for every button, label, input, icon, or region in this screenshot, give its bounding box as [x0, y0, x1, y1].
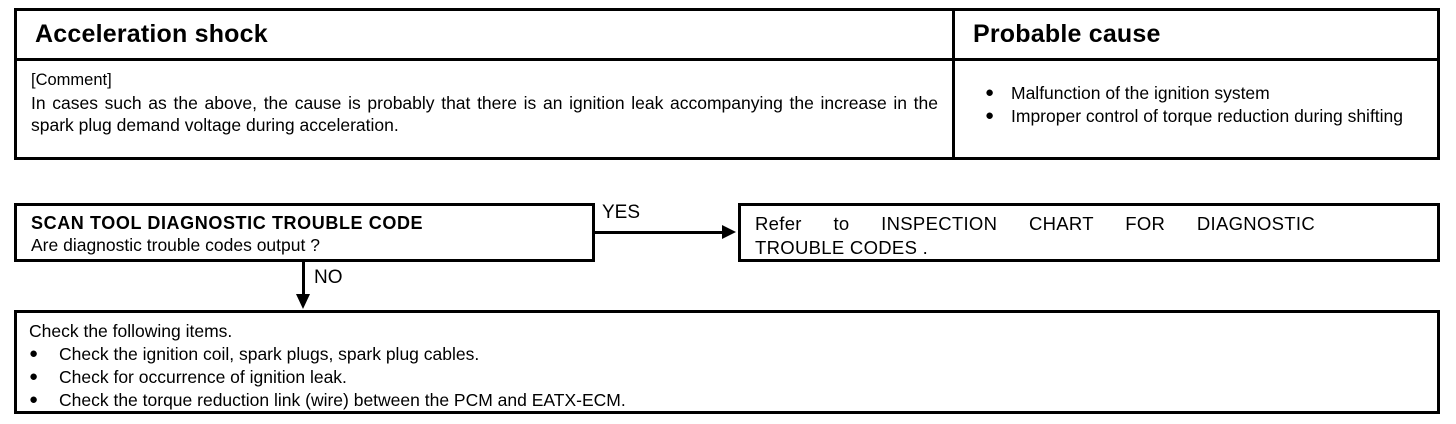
scan-tool-question: Are diagnostic trouble codes output ? [31, 235, 320, 255]
symptom-column: Acceleration shock [Comment] In cases su… [17, 11, 955, 157]
check-item-text: Check for occurrence of ignition leak. [59, 367, 347, 387]
edge-label-yes: YES [600, 202, 643, 223]
symptom-header-cell: Acceleration shock [17, 11, 952, 61]
list-item: ● Check for occurrence of ignition leak. [29, 366, 1437, 389]
bullet-icon: ● [29, 368, 39, 385]
bullet-icon: ● [985, 107, 995, 124]
bullet-icon: ● [985, 84, 995, 101]
yes-arrow-icon [722, 225, 736, 239]
symptom-body-cell: [Comment] In cases such as the above, th… [17, 61, 952, 157]
probable-cause-text: Malfunction of the ignition system [1011, 83, 1270, 103]
list-item: ● Check the torque reduction link (wire)… [29, 389, 1437, 412]
list-item: ● Malfunction of the ignition system [985, 82, 1413, 104]
edge-label-no: NO [312, 267, 345, 288]
symptom-header-label: Acceleration shock [35, 20, 268, 48]
check-items-heading: Check the following items. [29, 321, 233, 341]
refer-line-2: TROUBLE CODES . [755, 237, 929, 258]
list-item: ● Check the ignition coil, spark plugs, … [29, 343, 1437, 366]
refer-line-1: Refer to INSPECTION CHART FOR DIAGNOSTIC [755, 213, 1315, 234]
bullet-icon: ● [29, 345, 39, 362]
probable-cause-header-label: Probable cause [973, 20, 1161, 48]
no-arrow-icon [296, 294, 310, 309]
refer-inspection-chart-box: Refer to INSPECTION CHART FOR DIAGNOSTIC… [738, 203, 1440, 262]
symptom-probable-cause-table: Acceleration shock [Comment] In cases su… [14, 8, 1440, 160]
yes-connector-line [595, 231, 724, 234]
scan-tool-box: SCAN TOOL DIAGNOSTIC TROUBLE CODE Are di… [14, 203, 595, 262]
no-connector-line [302, 262, 305, 298]
probable-cause-column: Probable cause ● Malfunction of the igni… [955, 11, 1437, 157]
list-item: ● Improper control of torque reduction d… [985, 105, 1413, 127]
scan-tool-title: SCAN TOOL DIAGNOSTIC TROUBLE CODE [31, 213, 424, 233]
check-item-text: Check the ignition coil, spark plugs, sp… [59, 344, 480, 364]
probable-cause-body-cell: ● Malfunction of the ignition system ● I… [955, 61, 1437, 157]
check-items-box: Check the following items. ● Check the i… [14, 310, 1440, 414]
probable-cause-text: Improper control of torque reduction dur… [1011, 106, 1404, 126]
probable-cause-list: ● Malfunction of the ignition system ● I… [969, 70, 1423, 127]
comment-body-text: In cases such as the above, the cause is… [31, 93, 938, 135]
bullet-icon: ● [29, 391, 39, 408]
probable-cause-header-cell: Probable cause [955, 11, 1437, 61]
comment-label: [Comment] [31, 71, 112, 89]
check-item-text: Check the torque reduction link (wire) b… [59, 390, 626, 410]
